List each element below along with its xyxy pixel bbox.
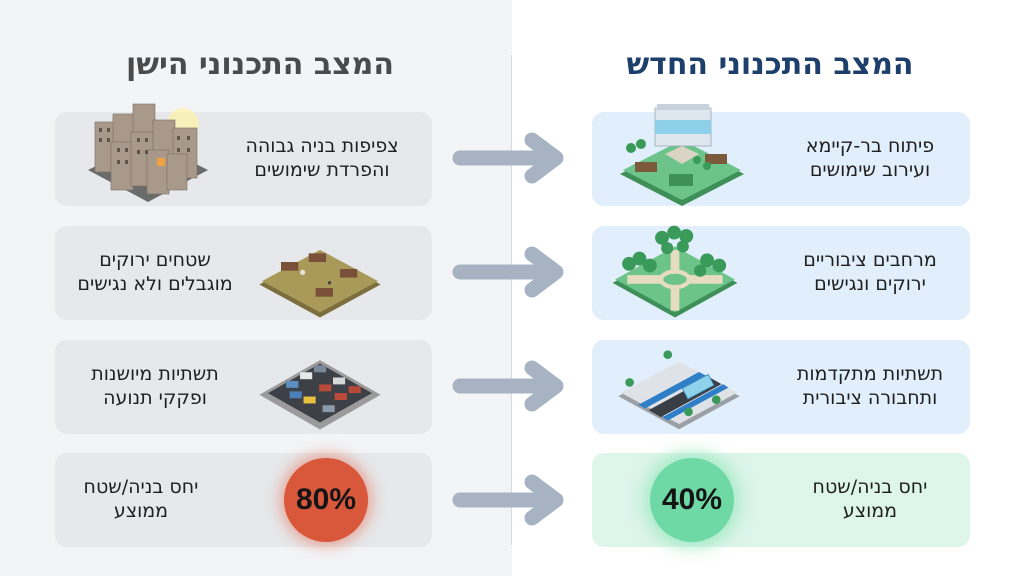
new-state-title: המצב התכנוני החדש xyxy=(626,47,914,82)
card-line: תשתיות מיושנות xyxy=(91,363,219,385)
public-transit-illustration xyxy=(618,350,740,430)
old-card-ratio: יחס בניה/שטח ממוצע 80% xyxy=(55,453,432,547)
card-line: ועירוב שימושים xyxy=(809,159,931,181)
new-card-public-spaces: מרחבים ציבוריים ירוקים ונגישים xyxy=(592,225,970,320)
new-card-sustainable-text: פיתוח בר-קיימא ועירוב שימושים xyxy=(770,134,970,182)
center-divider xyxy=(511,55,512,545)
arrow-right-icon xyxy=(452,246,564,298)
old-card-ratio-text: יחס בניה/שטח ממוצע xyxy=(41,475,241,523)
old-card-density: צפיפות בניה גבוהה והפרדת שימושים xyxy=(55,103,432,206)
card-line: מוגבלים ולא נגישים xyxy=(77,273,233,295)
card-line: ירוקים ונגישים xyxy=(814,273,926,295)
dense-buildings-illustration xyxy=(88,103,208,202)
card-line: צפיפות בניה גבוהה xyxy=(245,135,399,157)
card-line: ופקקי תנועה xyxy=(103,387,207,409)
new-card-ratio-text: יחס בניה/שטח ממוצע xyxy=(770,475,970,523)
card-line: ותחבורה ציבורית xyxy=(802,387,938,409)
old-ratio-badge: 80% xyxy=(284,458,368,542)
old-card-green-spaces: שטחים ירוקים מוגבלים ולא נגישים xyxy=(55,226,432,320)
card-line: יחס בניה/שטח xyxy=(812,476,928,498)
card-line: תשתיות מתקדמות xyxy=(796,363,944,385)
green-building-illustration xyxy=(620,104,744,206)
old-state-title: המצב התכנוני הישן xyxy=(126,47,394,82)
new-ratio-badge: 40% xyxy=(650,458,734,542)
new-card-public-spaces-text: מרחבים ציבוריים ירוקים ונגישים xyxy=(770,248,970,296)
new-card-sustainable: פיתוח בר-קיימא ועירוב שימושים xyxy=(592,104,970,206)
card-line: והפרדת שימושים xyxy=(254,159,390,181)
new-card-transit: תשתיות מתקדמות ותחבורה ציבורית xyxy=(592,340,970,434)
arrow-right-icon xyxy=(452,474,564,526)
card-line: פיתוח בר-קיימא xyxy=(805,135,935,157)
arrow-right-icon xyxy=(452,360,564,412)
new-card-transit-text: תשתיות מתקדמות ותחבורה ציבורית xyxy=(770,362,970,410)
card-line: ממוצע xyxy=(113,500,169,522)
traffic-jam-illustration xyxy=(259,360,381,430)
green-park-illustration xyxy=(612,225,738,318)
old-card-green-spaces-text: שטחים ירוקים מוגבלים ולא נגישים xyxy=(55,248,255,296)
new-card-ratio: יחס בניה/שטח ממוצע 40% xyxy=(592,453,970,547)
card-line: שטחים ירוקים xyxy=(99,249,211,271)
arrow-right-icon xyxy=(452,132,564,184)
card-line: מרחבים ציבוריים xyxy=(803,249,937,271)
old-card-density-text: צפיפות בניה גבוהה והפרדת שימושים xyxy=(222,134,422,182)
card-line: יחס בניה/שטח xyxy=(83,476,199,498)
neglected-park-illustration xyxy=(259,249,381,318)
old-card-infrastructure: תשתיות מיושנות ופקקי תנועה xyxy=(55,340,432,434)
old-card-infrastructure-text: תשתיות מיושנות ופקקי תנועה xyxy=(55,362,255,410)
card-line: ממוצע xyxy=(842,500,898,522)
